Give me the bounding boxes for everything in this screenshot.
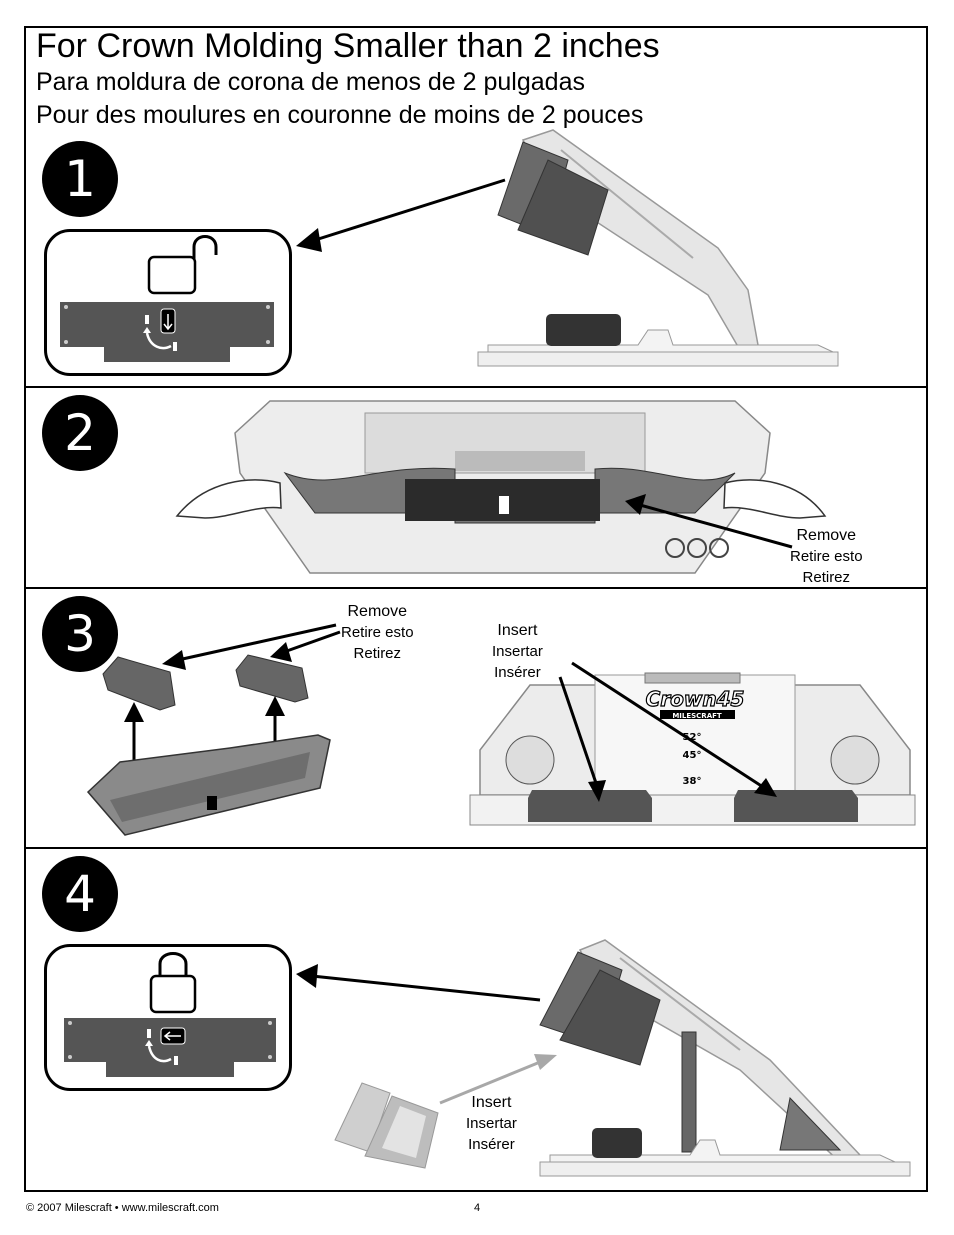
locked-padlock-icon — [149, 952, 197, 1014]
insert-caption: Insert Insertar Insérer — [492, 622, 543, 681]
step-4-badge: 4 — [42, 856, 118, 932]
page-title: For Crown Molding Smaller than 2 inches — [36, 27, 660, 65]
remove-caption: Remove Retire esto Retirez — [790, 527, 863, 586]
unlock-callout-graphic — [60, 235, 274, 362]
inserted-pad-illustration — [334, 1082, 439, 1169]
step-1-badge: 1 — [42, 141, 118, 217]
page-frame — [24, 26, 928, 1192]
rotate-arrow-icon — [143, 315, 177, 351]
step-2-badge: 2 — [42, 395, 118, 471]
section-divider — [24, 587, 928, 589]
page-subtitle-french: Pour des moulures en couronne de moins d… — [36, 101, 644, 129]
jig-sub: MILESCRAFT — [672, 712, 722, 720]
angle-label: 52° — [683, 732, 702, 743]
insert-caption: Insert Insertar Insérer — [466, 1094, 517, 1153]
lock-callout-graphic — [64, 952, 276, 1077]
page-subtitle-spanish: Para moldura de corona de menos de 2 pul… — [36, 68, 585, 96]
page-number: 4 — [474, 1202, 481, 1214]
section-divider — [24, 847, 928, 849]
rotate-arrow-icon — [145, 1029, 178, 1065]
jig-top-view-illustration — [175, 400, 827, 574]
remove-caption: Remove Retire esto Retirez — [341, 603, 414, 662]
unlocked-padlock-icon — [147, 235, 218, 295]
jig-brand: Crown45 — [646, 687, 745, 711]
section-divider — [24, 386, 928, 388]
jig-front-view-illustration: Crown45 MILESCRAFT 52° 45° 38° — [469, 672, 916, 826]
crown-jig-illustration — [477, 129, 839, 367]
angle-label: 38° — [683, 776, 702, 787]
copyright-footer: © 2007 Milescraft • www.milescraft.com — [26, 1202, 219, 1214]
angle-label: 45° — [683, 750, 702, 761]
crown-jig-illustration — [539, 939, 911, 1177]
step-3-badge: 3 — [42, 596, 118, 672]
